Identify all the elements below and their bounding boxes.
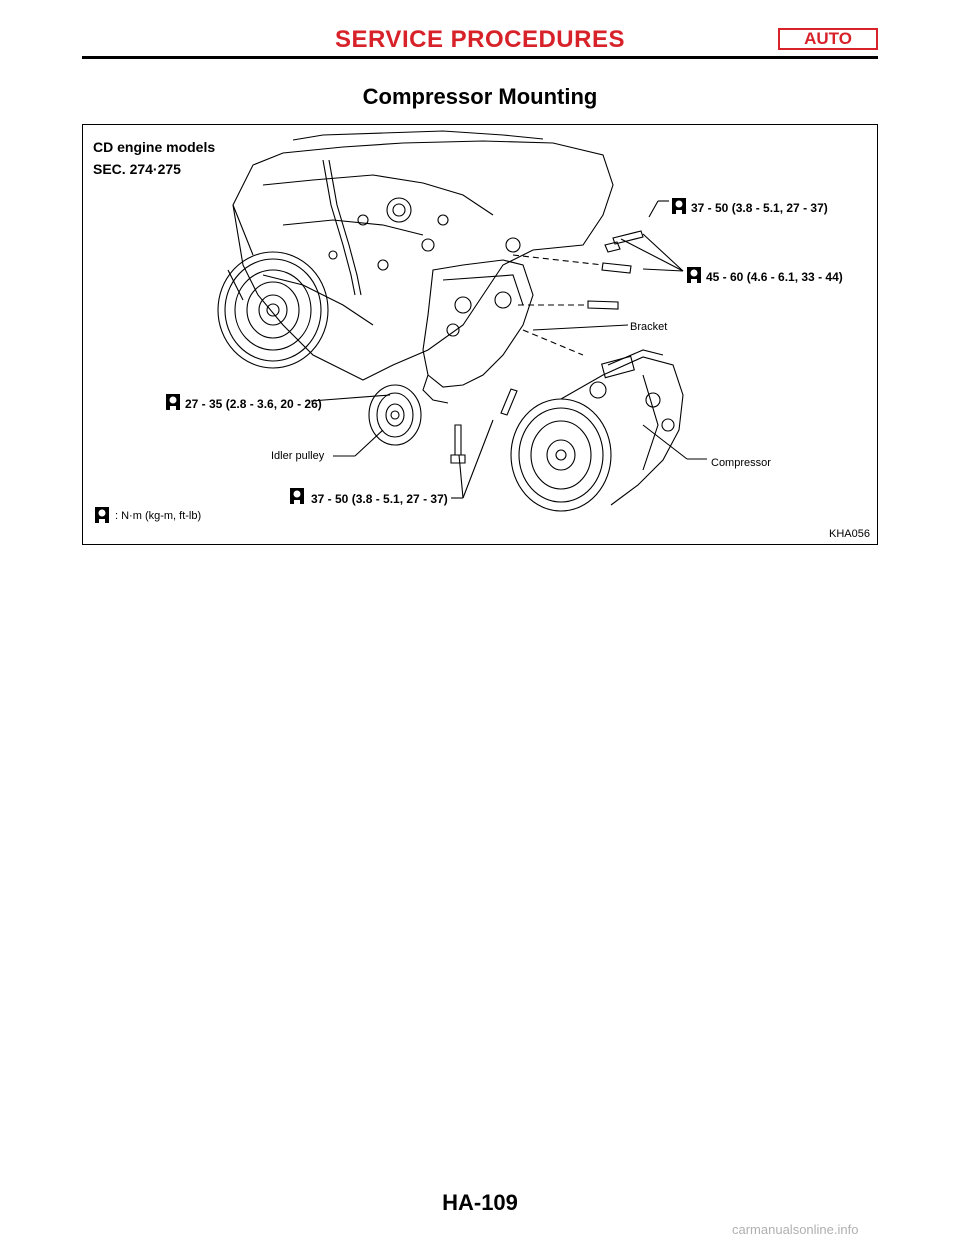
label-bracket: Bracket: [630, 321, 668, 333]
torque-label-bracket-bolts: 45 - 60 (4.6 - 6.1, 33 - 44): [706, 270, 843, 284]
torque-label-top-bolt: 37 - 50 (3.8 - 5.1, 27 - 37): [691, 201, 828, 215]
torque-label-bottom-bolts: 37 - 50 (3.8 - 5.1, 27 - 37): [311, 492, 448, 506]
header-badge: AUTO: [778, 28, 878, 50]
figure-frame: CD engine models SEC. 274·275 37 - 50 (3…: [82, 124, 878, 545]
torque-wrench-icon: [671, 197, 687, 215]
figure-model: CD engine models: [93, 139, 216, 155]
label-compressor: Compressor: [711, 457, 771, 469]
header-rule: [82, 56, 878, 59]
label-idler-pulley: Idler pulley: [271, 450, 325, 462]
watermark: carmanualsonline.info: [732, 1222, 859, 1237]
torque-unit-legend: : N·m (kg-m, ft-lb): [115, 510, 202, 522]
torque-wrench-icon: [94, 506, 110, 524]
torque-wrench-icon: [165, 393, 181, 411]
torque-label-idler: 27 - 35 (2.8 - 3.6, 20 - 26): [185, 397, 322, 411]
page-number: HA-109: [442, 1190, 518, 1215]
section-title: Compressor Mounting: [362, 84, 598, 109]
torque-wrench-icon: [686, 266, 702, 284]
header-title: SERVICE PROCEDURES: [335, 26, 625, 53]
torque-wrench-icon: [289, 487, 305, 505]
figure-section-code: SEC. 274·275: [93, 161, 181, 177]
figure-id: KHA056: [829, 528, 870, 540]
compressor-mounting-drawing: [217, 130, 707, 512]
